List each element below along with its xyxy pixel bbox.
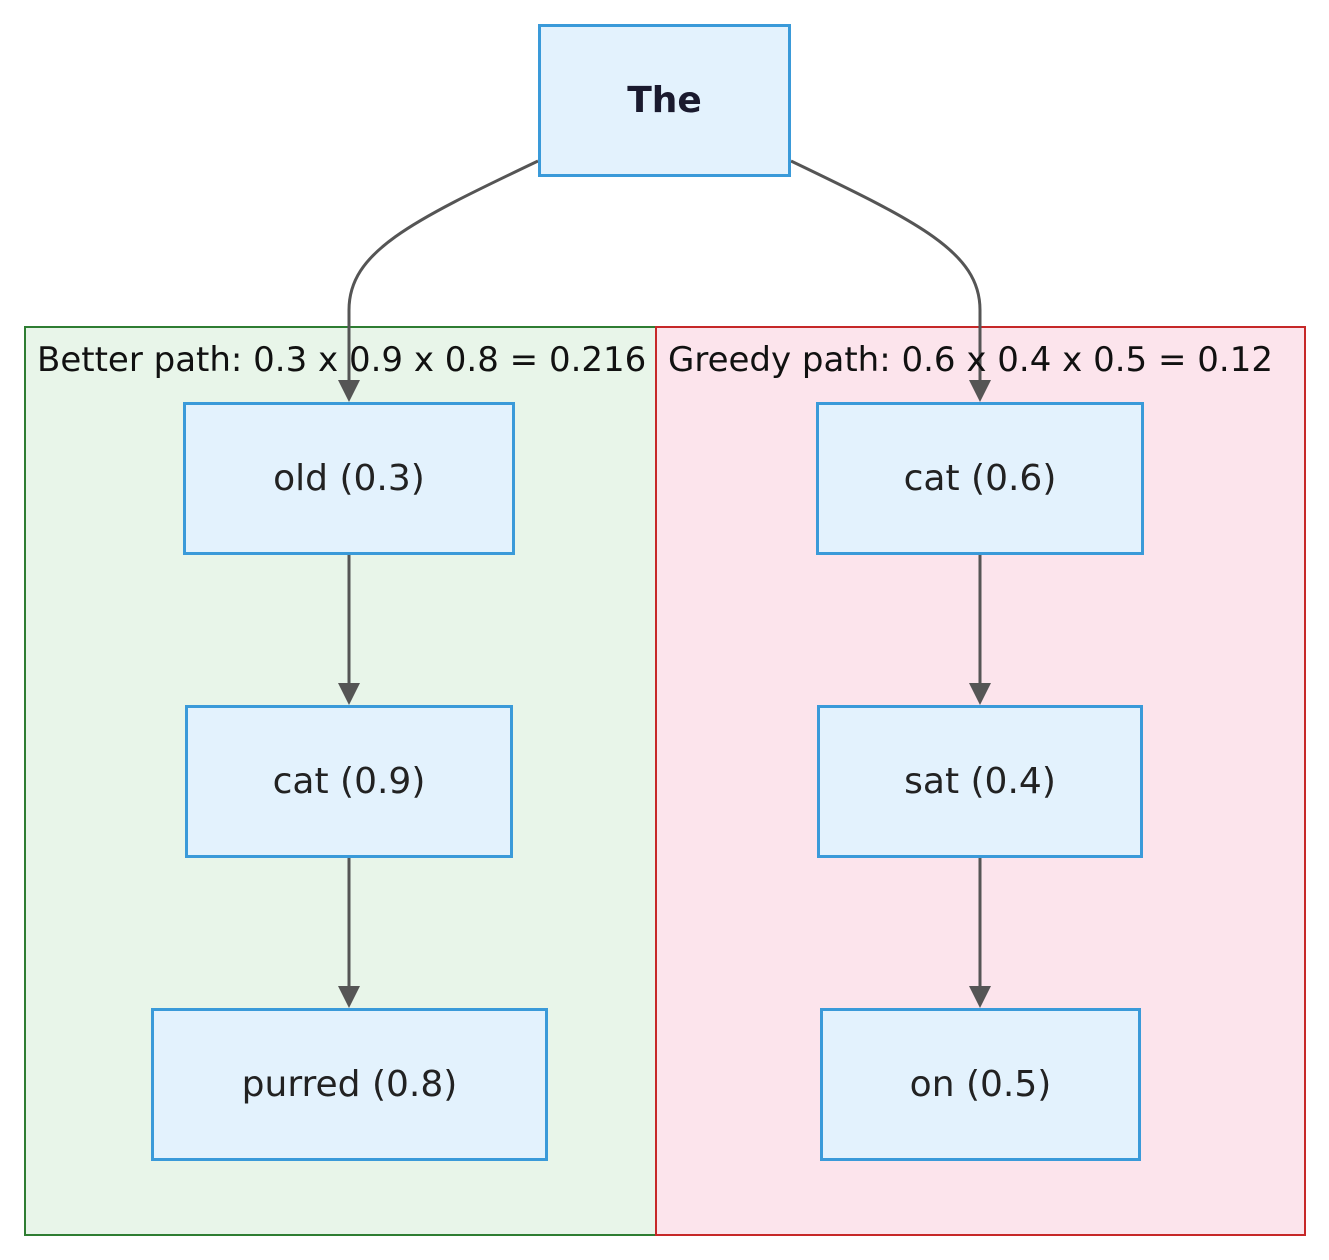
root-node: The <box>538 24 791 177</box>
node-on: on (0.5) <box>820 1008 1141 1161</box>
node-old: old (0.3) <box>183 402 515 555</box>
arrowhead-purred <box>338 986 360 1008</box>
arrowhead-on <box>969 986 991 1008</box>
greedy-path-label: Greedy path: 0.6 x 0.4 x 0.5 = 0.12 <box>668 340 1273 380</box>
better-path-label: Better path: 0.3 x 0.9 x 0.8 = 0.216 <box>37 340 647 380</box>
node-sat: sat (0.4) <box>817 705 1143 858</box>
arrowhead-cat-better <box>338 683 360 705</box>
arrowhead-old <box>338 380 360 402</box>
node-cat-greedy: cat (0.6) <box>816 402 1144 555</box>
arrowhead-cat-greedy <box>969 380 991 402</box>
arrowhead-sat <box>969 683 991 705</box>
node-purred: purred (0.8) <box>151 1008 548 1161</box>
node-cat-better: cat (0.9) <box>185 705 513 858</box>
edge-the-to-old <box>347 159 539 386</box>
edge-the-to-cat <box>790 159 982 386</box>
